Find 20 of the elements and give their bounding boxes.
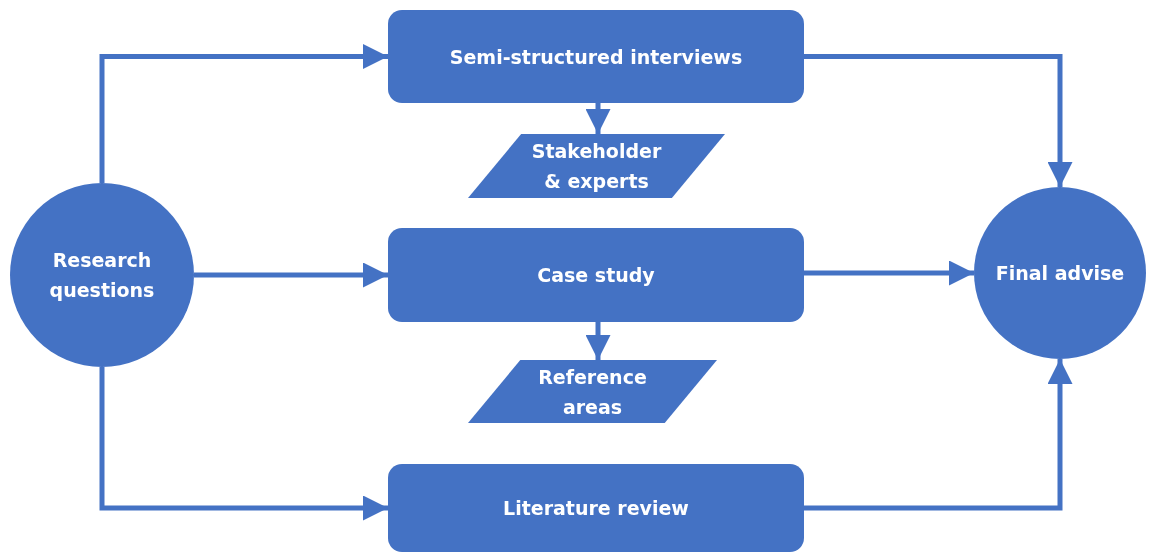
arrow	[804, 359, 1073, 511]
process-box	[388, 228, 804, 322]
arrow	[804, 54, 1073, 187]
arrow	[585, 322, 611, 360]
node-label: Semi-structured interviews	[449, 44, 743, 70]
arrow	[99, 44, 388, 183]
node-label: Case study	[537, 263, 655, 288]
data-parallelogram	[468, 360, 717, 423]
arrow	[804, 260, 974, 286]
node-label: Final advise	[995, 261, 1125, 286]
arrow	[194, 262, 388, 288]
process-box	[388, 10, 804, 103]
data-parallelogram	[468, 134, 725, 198]
node-label: Literature review	[503, 496, 689, 521]
arrow	[585, 103, 611, 134]
node-label: Research questions	[48, 248, 156, 303]
node-label: Stakeholder & experts	[530, 139, 663, 194]
arrow	[99, 367, 388, 521]
process-box	[388, 464, 804, 552]
node-label: Reference areas	[537, 364, 648, 420]
